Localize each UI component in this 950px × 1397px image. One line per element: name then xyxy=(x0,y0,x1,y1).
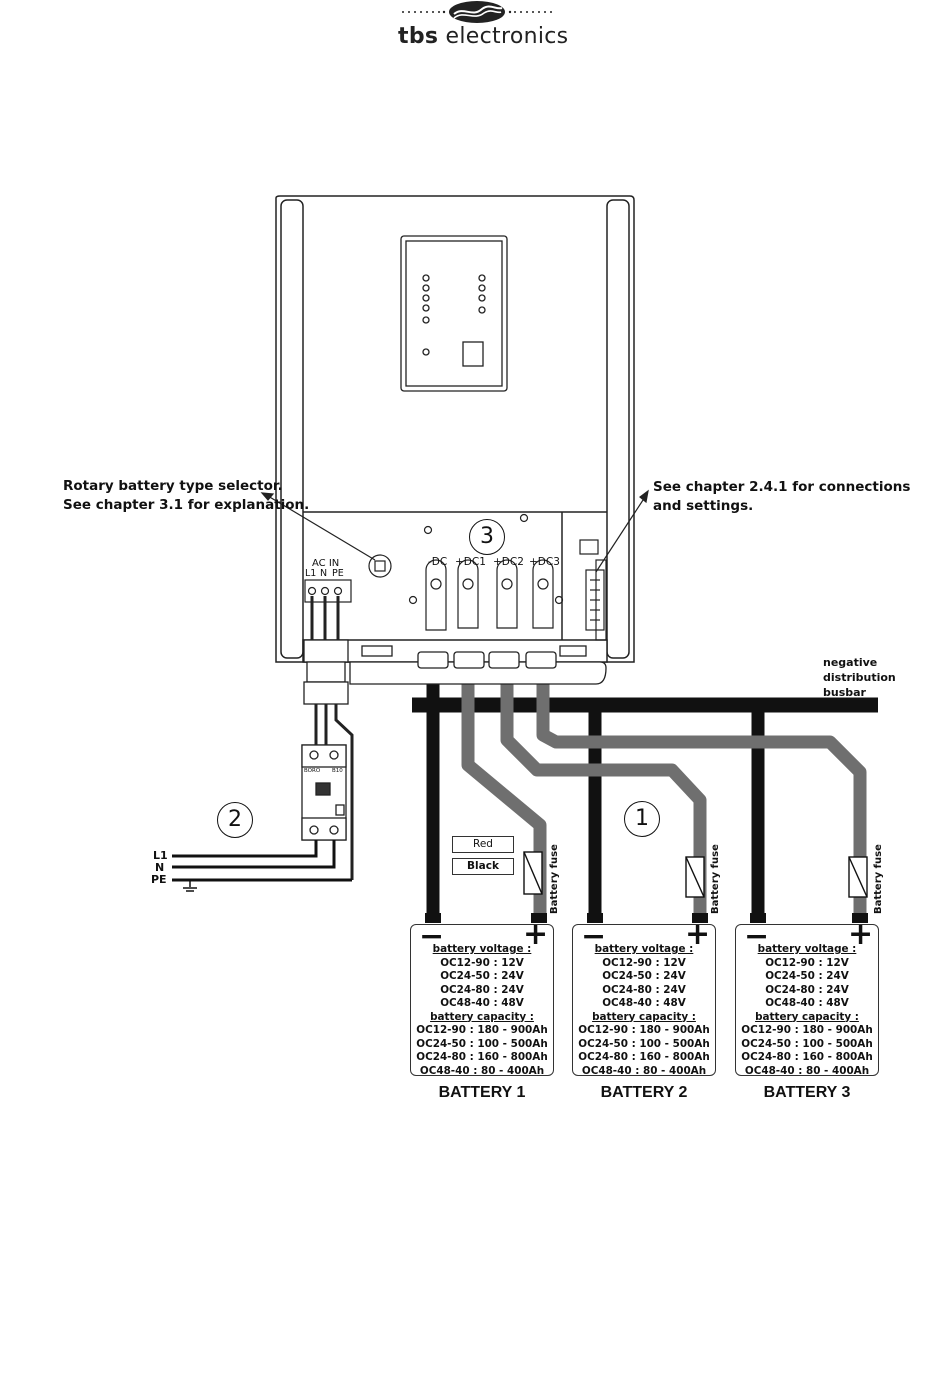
voltage-title: battery voltage : xyxy=(757,943,857,955)
label-ac-l1: L1 xyxy=(305,568,317,579)
voltage-title: battery voltage : xyxy=(594,943,694,955)
brand-bold: tbs xyxy=(398,24,439,49)
capacity-2: OC24-50 : 100 - 500Ah xyxy=(578,1037,710,1050)
battery-1: − + battery voltage : OC12-90 : 12V OC24… xyxy=(410,917,554,1078)
fuse-label-3: Battery fuse xyxy=(873,844,884,914)
battery-1-name: BATTERY 1 xyxy=(438,1084,526,1101)
callout-left: Rotary battery type selector. See chapte… xyxy=(63,477,309,515)
voltage-3: OC24-80 : 24V xyxy=(765,983,849,996)
wire-label-black: Black xyxy=(452,858,514,875)
callout-right-line1: See chapter 2.4.1 for connections xyxy=(653,479,911,495)
capacity-title: battery capacity : xyxy=(755,1010,859,1023)
battery-3-spec: battery voltage : OC12-90 : 12V OC24-50 … xyxy=(736,943,878,1078)
voltage-3: OC24-80 : 24V xyxy=(440,983,524,996)
capacity-2: OC24-50 : 100 - 500Ah xyxy=(416,1037,548,1050)
label-dc-neg: -DC xyxy=(428,556,448,568)
voltage-3: OC24-80 : 24V xyxy=(602,983,686,996)
battery-3-name: BATTERY 3 xyxy=(763,1084,851,1101)
capacity-title: battery capacity : xyxy=(592,1010,696,1023)
ac-line-l1: L1 xyxy=(153,849,168,862)
logo-mark xyxy=(402,1,552,23)
busbar-label: negative distribution busbar xyxy=(823,655,896,700)
voltage-4: OC48-40 : 48V xyxy=(440,997,524,1009)
brand-name: tbs electronics xyxy=(398,24,568,49)
ac-line-n: N xyxy=(155,861,165,874)
busbar-line3: busbar xyxy=(823,686,866,699)
label-ac-pe: PE xyxy=(332,568,344,579)
brand-rest: electronics xyxy=(438,24,569,49)
display-panel xyxy=(400,235,508,392)
voltage-2: OC24-50 : 24V xyxy=(765,970,849,982)
battery-terminals xyxy=(425,913,868,923)
callout-right: See chapter 2.4.1 for connections and se… xyxy=(653,478,910,516)
capacity-3: OC24-80 : 160 - 800Ah xyxy=(741,1051,873,1063)
battery-fuses xyxy=(523,851,868,898)
capacity-4: OC48-40 : 80 - 400Ah xyxy=(744,1064,870,1077)
voltage-1: OC12-90 : 12V xyxy=(765,956,849,969)
label-dc3: +DC3 xyxy=(529,556,560,568)
callout-left-line1: Rotary battery type selector. xyxy=(63,478,283,494)
ac-cable xyxy=(303,596,354,880)
capacity-title: battery capacity : xyxy=(430,1010,534,1023)
label-ac-in: AC IN xyxy=(312,558,340,569)
battery-2-plus: + xyxy=(685,917,711,952)
fuse-label-1: Battery fuse xyxy=(549,844,560,914)
brand-logo xyxy=(398,0,558,52)
voltage-4: OC48-40 : 48V xyxy=(602,997,686,1009)
battery-2: − + battery voltage : OC12-90 : 12V OC24… xyxy=(572,917,716,1078)
terminal-area xyxy=(304,513,607,641)
label-dc1: +DC1 xyxy=(455,556,486,568)
marker-1: 1 xyxy=(624,801,660,837)
voltage-1: OC12-90 : 12V xyxy=(440,956,524,969)
callout-right-line2: and settings. xyxy=(653,498,754,514)
voltage-4: OC48-40 : 48V xyxy=(765,997,849,1009)
callout-left-line2: See chapter 3.1 for explanation. xyxy=(63,497,310,513)
battery-1-minus: − xyxy=(419,919,445,954)
battery-1-plus: + xyxy=(523,917,549,952)
capacity-1: OC12-90 : 180 - 900Ah xyxy=(578,1024,710,1036)
capacity-4: OC48-40 : 80 - 400Ah xyxy=(419,1064,545,1077)
marker-2: 2 xyxy=(217,802,253,838)
battery-3-minus: − xyxy=(744,919,770,954)
marker-3: 3 xyxy=(469,519,505,555)
battery-3: − + battery voltage : OC12-90 : 12V OC24… xyxy=(735,917,879,1078)
battery-3-plus: + xyxy=(848,917,874,952)
negative-cables xyxy=(412,665,878,914)
busbar-line1: negative xyxy=(823,656,878,669)
busbar-line2: distribution xyxy=(823,671,896,684)
label-dc2: +DC2 xyxy=(493,556,524,568)
capacity-3: OC24-80 : 160 - 800Ah xyxy=(416,1051,548,1063)
cable-glands xyxy=(349,645,607,685)
battery-2-minus: − xyxy=(581,919,607,954)
fuse-label-2: Battery fuse xyxy=(710,844,721,914)
voltage-title: battery voltage : xyxy=(432,943,532,955)
voltage-1: OC12-90 : 12V xyxy=(602,956,686,969)
voltage-2: OC24-50 : 24V xyxy=(602,970,686,982)
wire-label-red: Red xyxy=(452,836,514,853)
capacity-1: OC12-90 : 180 - 900Ah xyxy=(741,1024,873,1036)
battery-2-spec: battery voltage : OC12-90 : 12V OC24-50 … xyxy=(573,943,715,1078)
circuit-breaker xyxy=(301,744,347,841)
breaker-brand: BORO xyxy=(304,768,321,774)
capacity-4: OC48-40 : 80 - 400Ah xyxy=(581,1064,707,1077)
capacity-1: OC12-90 : 180 - 900Ah xyxy=(416,1024,548,1036)
charger-unit xyxy=(275,195,635,663)
battery-1-spec: battery voltage : OC12-90 : 12V OC24-50 … xyxy=(411,943,553,1078)
voltage-2: OC24-50 : 24V xyxy=(440,970,524,982)
battery-2-name: BATTERY 2 xyxy=(600,1084,688,1101)
breaker-rating: B10 xyxy=(332,768,343,774)
ac-line-wires xyxy=(172,840,352,892)
label-ac-n: N xyxy=(320,568,328,579)
capacity-2: OC24-50 : 100 - 500Ah xyxy=(741,1037,873,1050)
ac-line-pe: PE xyxy=(151,873,167,886)
leader-lines xyxy=(260,489,649,573)
capacity-3: OC24-80 : 160 - 800Ah xyxy=(578,1051,710,1063)
